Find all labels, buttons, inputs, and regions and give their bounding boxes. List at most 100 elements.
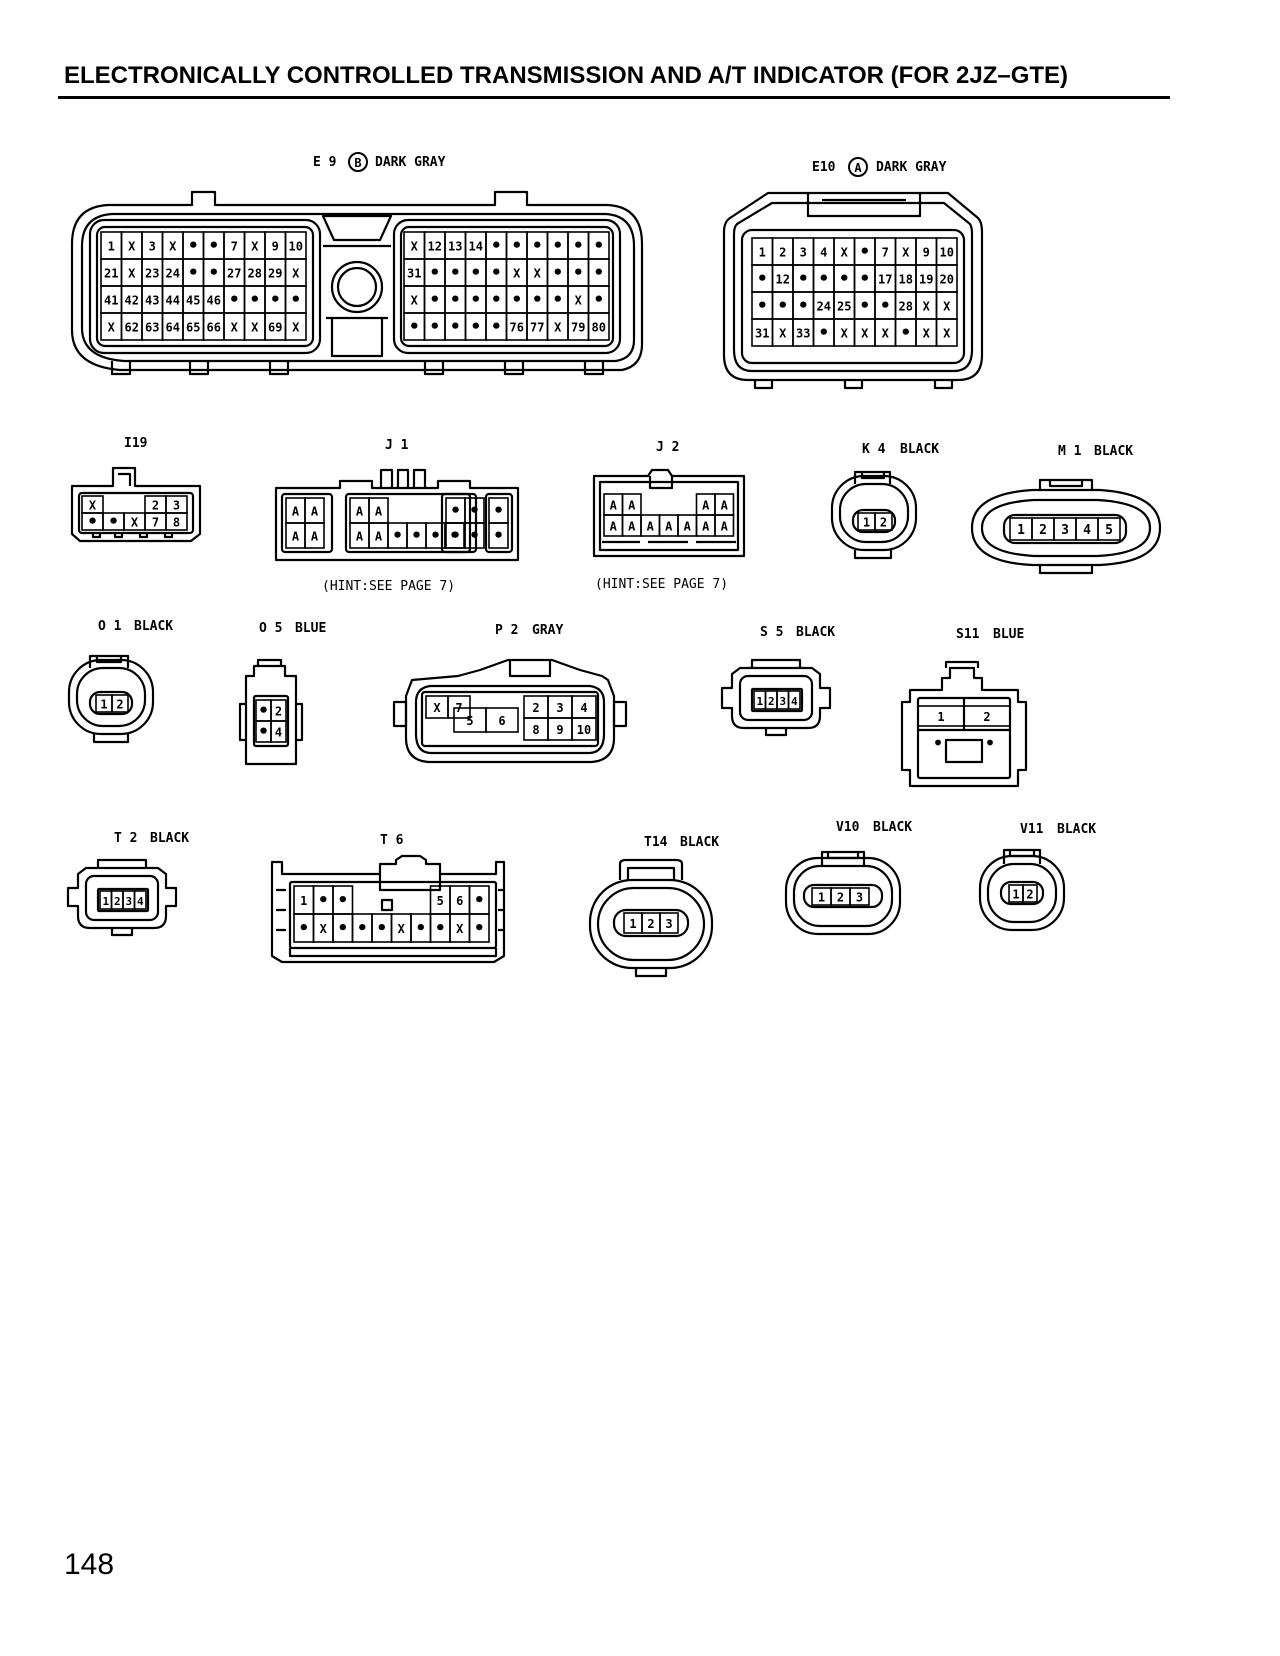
- t6-pin-1-0: •: [293, 913, 315, 943]
- t6-pin-0-0: 1: [293, 885, 315, 915]
- j1-group2-pin-1-1-label: •: [469, 526, 480, 547]
- s11-pin-lower-1: •: [984, 731, 996, 755]
- t14-pin-0-2-label: 3: [665, 917, 672, 931]
- e9-left-pin-3-8: 69: [264, 312, 287, 341]
- e10-pin-0-8: 9: [915, 237, 938, 266]
- j2-pin-1-0-label: A: [610, 520, 618, 534]
- e10-pin-2-9: X: [935, 291, 958, 320]
- t6-pin-0-2-label: •: [337, 890, 348, 911]
- t14-color: BLACK: [680, 835, 719, 850]
- e9-right-pin-1-9-label: •: [593, 263, 604, 284]
- e9-left-pin-0-6-label: 7: [231, 240, 238, 254]
- t2-pin-0-1: 2: [110, 890, 124, 910]
- e9-right-pin-1-4-label: •: [491, 263, 502, 284]
- i19-pin-1-3-label: 7: [152, 516, 159, 530]
- o5-pin-0-1: 2: [270, 699, 287, 722]
- e9-left-pin-2-5-label: 46: [207, 294, 221, 308]
- t14-id: T14: [644, 835, 668, 850]
- e10-pin-3-6: X: [874, 318, 897, 347]
- e9-right-pin-3-4-label: •: [491, 317, 502, 338]
- e10-pin-0-7: X: [894, 237, 917, 266]
- j2-pin-1-1-label: A: [628, 520, 636, 534]
- t2-pin-0-0-label: 1: [102, 895, 109, 908]
- e9-right-pin-0-0: X: [403, 231, 426, 260]
- e9-right-pin-3-9: 80: [587, 312, 610, 341]
- p2-right-pin-1-0-label: 8: [532, 723, 539, 737]
- t6-pin-0-7-label: 5: [437, 894, 444, 908]
- e9-right-pin-3-5: 76: [505, 312, 528, 341]
- j1-group1-pin-1-1-label: A: [375, 530, 383, 544]
- e9-left-pin-0-6: 7: [223, 231, 246, 260]
- j1-group1-pin-0-0: A: [349, 497, 370, 524]
- e9-left-pin-3-7: X: [243, 312, 266, 341]
- j1-group2-pin-0-1: •: [464, 497, 485, 524]
- e10-pin-1-8: 19: [915, 264, 938, 293]
- j1-group0-pin-0-1: A: [304, 497, 325, 524]
- j1-group3-pin-0-0-label: •: [493, 501, 504, 522]
- e10-pin-2-0: •: [751, 291, 774, 320]
- e10-pin-3-9: X: [935, 318, 958, 347]
- j1-group1-pin-0-0-label: A: [356, 505, 364, 519]
- e10-pin-1-9-label: 20: [940, 273, 954, 287]
- e9-right-pin-2-5-label: •: [511, 290, 522, 311]
- t6-pin-1-8-label: X: [456, 922, 464, 936]
- t6-pin-1-6-label: •: [415, 918, 426, 939]
- k4-pin-0-1: 2: [874, 512, 893, 531]
- e9-left-pin-2-1-label: 42: [125, 294, 139, 308]
- e10-pin-0-1: 2: [771, 237, 794, 266]
- k4-pin-0-1-label: 2: [880, 516, 887, 530]
- e9-left-pin-2-6-label: •: [229, 290, 240, 311]
- e10-pin-0-9-label: 10: [940, 246, 954, 260]
- j2-pin-1-6-label: A: [721, 520, 729, 534]
- e9-left-pin-1-5: •: [202, 258, 225, 287]
- o5-pin-0-1-label: 2: [275, 705, 282, 719]
- e9-left-pin-0-5: •: [202, 231, 225, 260]
- e9-left-pin-0-7-label: X: [251, 240, 259, 254]
- s11-pin-lower-0: •: [932, 731, 944, 755]
- e10-pin-1-2: •: [792, 264, 815, 293]
- p2-mid-pin-0-1: 6: [485, 707, 519, 733]
- j1-group2-pin-1-0-label: •: [450, 526, 461, 547]
- t14-pin-0-1: 2: [641, 912, 661, 934]
- e9-right-pin-3-9-label: 80: [592, 321, 606, 335]
- s5-pin-0-3: 4: [787, 690, 801, 710]
- j2-pin-1-2-label: A: [647, 520, 655, 534]
- m1-pin-0-0: 1: [1009, 517, 1033, 541]
- e9-left-pin-3-3-label: 64: [166, 321, 180, 335]
- e9-left-pin-1-7-label: 28: [248, 267, 262, 281]
- e9-left-pin-3-4-label: 65: [186, 321, 200, 335]
- j1-group0-pin-1-0-label: A: [292, 530, 300, 544]
- i19-pin-0-3: 2: [144, 495, 167, 514]
- s11-color: BLUE: [993, 627, 1024, 642]
- e9-mark-circle: [348, 152, 368, 172]
- e9-right-pin-1-0-label: 31: [407, 267, 421, 281]
- e10-pin-2-5-label: •: [859, 296, 870, 317]
- i19-pin-1-1-label: •: [108, 512, 119, 533]
- o5-pin-1-1: 4: [270, 720, 287, 743]
- p2-id: P 2: [495, 623, 518, 638]
- e9-left-pin-3-9-label: X: [292, 321, 300, 335]
- p2-right-pin-1-1: 9: [547, 717, 573, 741]
- e9-right-pin-2-2: •: [444, 285, 467, 314]
- e10-pin-0-3: 4: [812, 237, 835, 266]
- e10-pin-2-7: 28: [894, 291, 917, 320]
- s11-top-pin-0-0: 1: [917, 705, 965, 727]
- e9-right-pin-1-0: 31: [403, 258, 426, 287]
- e9-left-pin-1-8: 29: [264, 258, 287, 287]
- p2-right-pin-1-1-label: 9: [556, 723, 563, 737]
- v10-pin-0-0: 1: [811, 887, 832, 906]
- e9-right-pin-1-8-label: •: [573, 263, 584, 284]
- j1-group1-pin-1-2-label: •: [392, 526, 403, 547]
- e9-left-pin-2-5: 46: [202, 285, 225, 314]
- t6-pin-0-8: 6: [449, 885, 471, 915]
- t6-pin-1-9: •: [468, 913, 490, 943]
- j1-group0-pin-1-1: A: [304, 522, 325, 549]
- e9-right-pin-3-3-label: •: [470, 317, 481, 338]
- v10-connector: [784, 850, 902, 936]
- p2-right-pin-0-1-label: 3: [556, 701, 563, 715]
- o5-pin-1-0: •: [255, 720, 272, 743]
- t6-pin-0-2: •: [332, 885, 354, 915]
- p2-mid-pin-0-1-label: 6: [498, 714, 505, 728]
- i19-pin-1-1: •: [102, 512, 125, 533]
- e9-right-pin-0-4-label: •: [491, 236, 502, 257]
